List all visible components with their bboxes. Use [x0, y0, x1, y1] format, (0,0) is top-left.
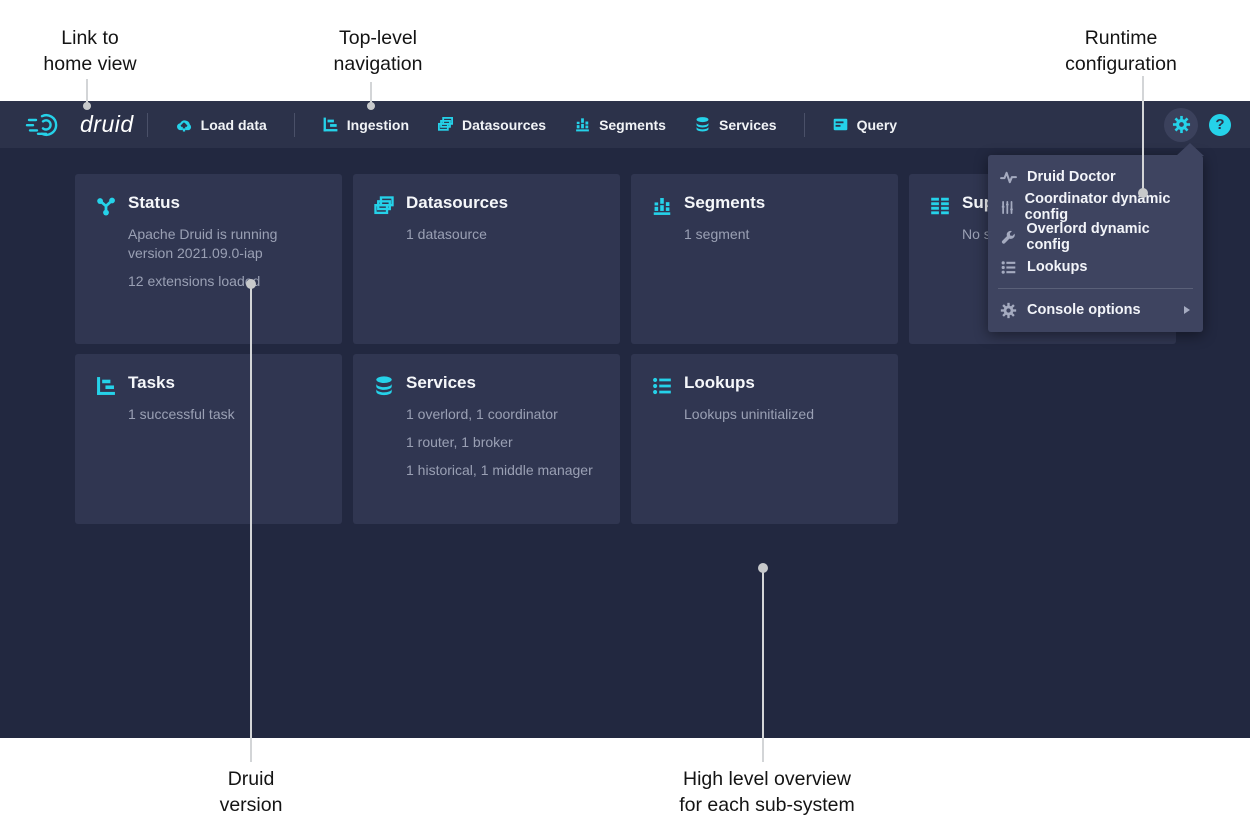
- callout-dot-nav: [367, 102, 375, 110]
- card-line: 1 segment: [684, 226, 750, 242]
- caret-right-icon: [1184, 306, 1190, 314]
- gantt-chart-icon: [323, 117, 338, 132]
- card-line: 12 extensions loaded: [128, 273, 261, 289]
- menu-item-druid-doctor[interactable]: Druid Doctor: [988, 162, 1203, 192]
- cog-icon: [1000, 302, 1017, 318]
- menu-item-console-options[interactable]: Console options: [988, 295, 1203, 325]
- card-title: Tasks: [128, 373, 175, 392]
- menu-item-lookups[interactable]: Lookups: [988, 252, 1203, 282]
- segments-card[interactable]: Segments 1 segment: [631, 174, 898, 344]
- gear-icon: [1172, 115, 1190, 134]
- card-line: 1 historical, 1 middle manager: [406, 462, 593, 478]
- segments-icon: [653, 198, 671, 215]
- menu-item-overlord-dynamic-config[interactable]: Overlord dynamic config: [988, 221, 1203, 253]
- settings-dropdown-menu: Druid Doctor Coordinator dynamic config: [988, 155, 1203, 332]
- help-button[interactable]: ?: [1209, 113, 1231, 136]
- properties-icon: [1001, 260, 1016, 274]
- annotation-druid-version: Druid version: [219, 768, 283, 816]
- brand-wordmark: druid: [80, 111, 134, 137]
- datasources-card[interactable]: Datasources 1 datasource: [353, 174, 620, 344]
- supervisors-icon: [931, 197, 949, 215]
- callout-line-home: [86, 79, 88, 106]
- menu-caret: [1176, 143, 1204, 156]
- callout-line-runtime: [1142, 76, 1144, 192]
- card-line: Apache Druid is running version 2021.09.…: [128, 226, 278, 261]
- datasources-icon: [374, 196, 394, 215]
- callout-dot-home: [83, 102, 91, 110]
- sliders-icon: [1001, 200, 1013, 214]
- menu-item-coordinator-dynamic-config[interactable]: Coordinator dynamic config: [988, 191, 1203, 223]
- annotation-overview: High level overview for each sub-system: [679, 768, 855, 816]
- nav-item-query[interactable]: Query: [818, 101, 911, 148]
- wrench-icon: [1001, 230, 1015, 244]
- callout-line-nav: [370, 82, 372, 106]
- callout-dot-version: [246, 279, 256, 289]
- settings-gear-button[interactable]: [1164, 107, 1198, 142]
- card-line: 1 router, 1 broker: [406, 434, 513, 450]
- annotation-link-home: Link to home view: [43, 27, 137, 75]
- database-icon: [696, 117, 709, 132]
- callout-dot-overview: [758, 563, 768, 573]
- druid-logo-icon: [25, 113, 58, 136]
- navbar-right-actions: ?: [1164, 107, 1250, 142]
- nav-divider: [803, 112, 805, 137]
- card-title: Segments: [684, 193, 766, 212]
- tasks-card[interactable]: Tasks 1 successful task: [75, 354, 342, 524]
- card-line: Lookups uninitialized: [684, 406, 814, 422]
- services-card[interactable]: Services 1 overlord, 1 coordinator 1 rou…: [353, 354, 620, 524]
- cloud-upload-icon: [176, 119, 191, 132]
- segments-icon: [576, 118, 589, 132]
- nav-divider: [146, 112, 148, 137]
- nav-item-ingestion[interactable]: Ingestion: [308, 101, 423, 148]
- datasources-icon: [438, 117, 454, 131]
- callout-dot-runtime: [1138, 188, 1148, 198]
- card-title: Datasources: [406, 193, 509, 212]
- annotation-top-nav: Top-level navigation: [333, 27, 423, 75]
- gantt-chart-icon: [97, 377, 115, 395]
- lookups-properties-icon: [653, 377, 671, 395]
- nav-divider: [293, 112, 295, 137]
- home-link[interactable]: druid: [25, 110, 134, 140]
- card-line: 1 successful task: [128, 406, 235, 422]
- nav-item-segments[interactable]: Segments: [560, 101, 680, 148]
- bottom-annotation-band: [0, 738, 1250, 840]
- database-icon: [376, 376, 392, 396]
- top-navbar: druid Load data I: [0, 101, 1250, 148]
- annotation-runtime-config: Runtime configuration: [1065, 27, 1177, 75]
- status-card[interactable]: Status Apache Druid is running version 2…: [75, 174, 342, 344]
- query-console-icon: [833, 118, 847, 131]
- pulse-icon: [1000, 171, 1017, 183]
- card-title: Status: [128, 193, 180, 212]
- callout-line-version: [250, 288, 252, 762]
- nav-item-datasources[interactable]: Datasources: [423, 101, 560, 148]
- callout-line-overview: [762, 572, 764, 762]
- help-label: ?: [1215, 116, 1225, 133]
- nav-item-load-data[interactable]: Load data: [161, 101, 281, 148]
- card-line: 1 overlord, 1 coordinator: [406, 406, 558, 422]
- graph-icon: [97, 197, 115, 216]
- lookups-card[interactable]: Lookups Lookups uninitialized: [631, 354, 898, 524]
- nav-item-services[interactable]: Services: [680, 101, 791, 148]
- card-line: 1 datasource: [406, 226, 487, 242]
- menu-divider: [998, 288, 1193, 289]
- card-title: Services: [406, 373, 476, 392]
- card-title: Lookups: [684, 373, 755, 392]
